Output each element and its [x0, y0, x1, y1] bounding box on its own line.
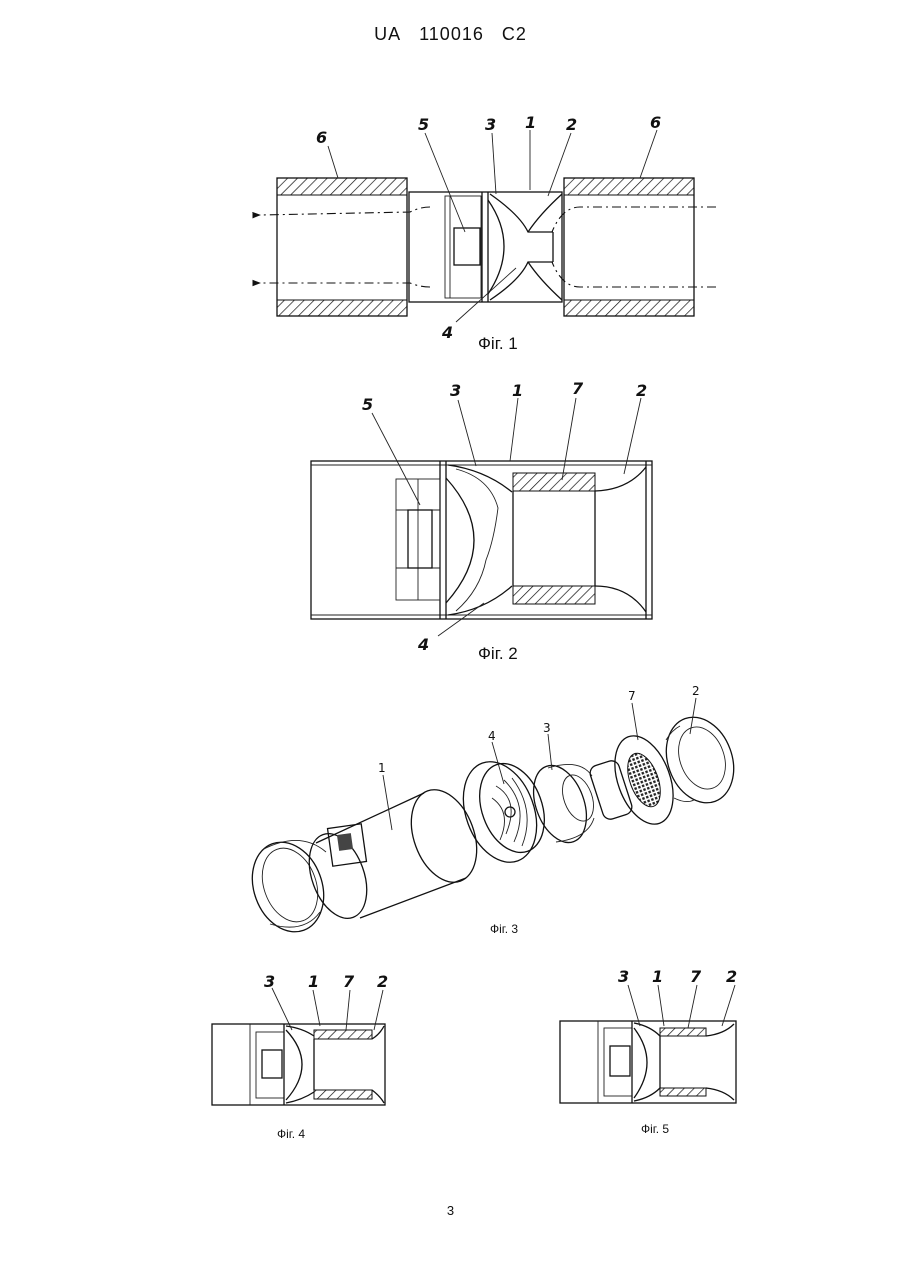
impeller-dome — [488, 200, 504, 294]
fig4-label-3: 3 — [264, 972, 275, 991]
fig1-label-4: 4 — [441, 323, 453, 342]
fig3-label-2: 2 — [692, 684, 700, 698]
fig2-housing — [311, 461, 652, 619]
left-duct-wall-top — [277, 178, 407, 195]
fig3-end-ring — [240, 832, 335, 942]
right-duct — [564, 178, 694, 316]
fig2-label-5: 5 — [362, 395, 373, 414]
fig2-motor — [408, 510, 432, 568]
fig2-label-7: 7 — [572, 379, 584, 398]
fig5-housing — [560, 1021, 736, 1103]
fig2-label-1: 1 — [512, 381, 523, 400]
fig5-label-2: 2 — [726, 967, 737, 986]
fig2-filter-bottom — [513, 586, 595, 604]
fig5-label-7: 7 — [690, 967, 702, 986]
figure-4: 3 1 7 2 Фіг. 4 — [212, 972, 388, 1141]
housing — [409, 192, 562, 302]
figure-5: 3 1 7 2 Фіг. 5 — [560, 967, 737, 1136]
fig4-label-1: 1 — [308, 972, 319, 991]
fig4-caption: Фіг. 4 — [277, 1127, 305, 1141]
fig1-label-3: 3 — [485, 115, 496, 134]
fig2-label-2: 2 — [636, 381, 647, 400]
fig2-filter-top — [513, 473, 595, 491]
fig1-label-2: 2 — [566, 115, 577, 134]
fig1-caption: Фіг. 1 — [478, 334, 518, 353]
fig3-label-7: 7 — [628, 689, 636, 703]
fig3-filter — [588, 728, 684, 832]
fig2-caption: Фіг. 2 — [478, 644, 518, 663]
right-duct-wall-top — [564, 178, 694, 195]
figure-1: 6 5 3 1 2 6 4 Фіг. 1 — [260, 113, 716, 353]
fig3-label-3: 3 — [543, 721, 551, 735]
page-number: 3 — [0, 1203, 901, 1218]
fig3-cylinder-housing — [299, 781, 489, 927]
fig3-caption: Фіг. 3 — [490, 922, 518, 936]
left-duct-wall-bottom — [277, 300, 407, 316]
fig1-label-6-left: 6 — [316, 128, 327, 147]
fig1-label-5: 5 — [418, 115, 429, 134]
fig1-label-1: 1 — [525, 113, 536, 132]
fig2-label-3: 3 — [450, 381, 461, 400]
fig5-label-3: 3 — [618, 967, 629, 986]
fig5-caption: Фіг. 5 — [641, 1122, 669, 1136]
fig4-label-2: 2 — [377, 972, 388, 991]
fig1-label-6-right: 6 — [650, 113, 661, 132]
fig3-label-1: 1 — [378, 761, 386, 775]
fig3-inlet-bell — [655, 708, 745, 813]
fig2-impeller-dome — [446, 478, 474, 603]
fig4-label-7: 7 — [343, 972, 355, 991]
left-duct — [277, 178, 407, 316]
fig3-label-4: 4 — [488, 729, 496, 743]
figure-2: 5 3 1 7 2 4 Фіг. 2 — [311, 379, 652, 663]
fig2-label-4: 4 — [417, 635, 429, 654]
figure-3: 1 4 3 7 2 Фіг. 3 — [240, 684, 745, 942]
fig5-label-1: 1 — [652, 967, 663, 986]
right-duct-wall-bottom — [564, 300, 694, 316]
motor — [454, 228, 480, 265]
